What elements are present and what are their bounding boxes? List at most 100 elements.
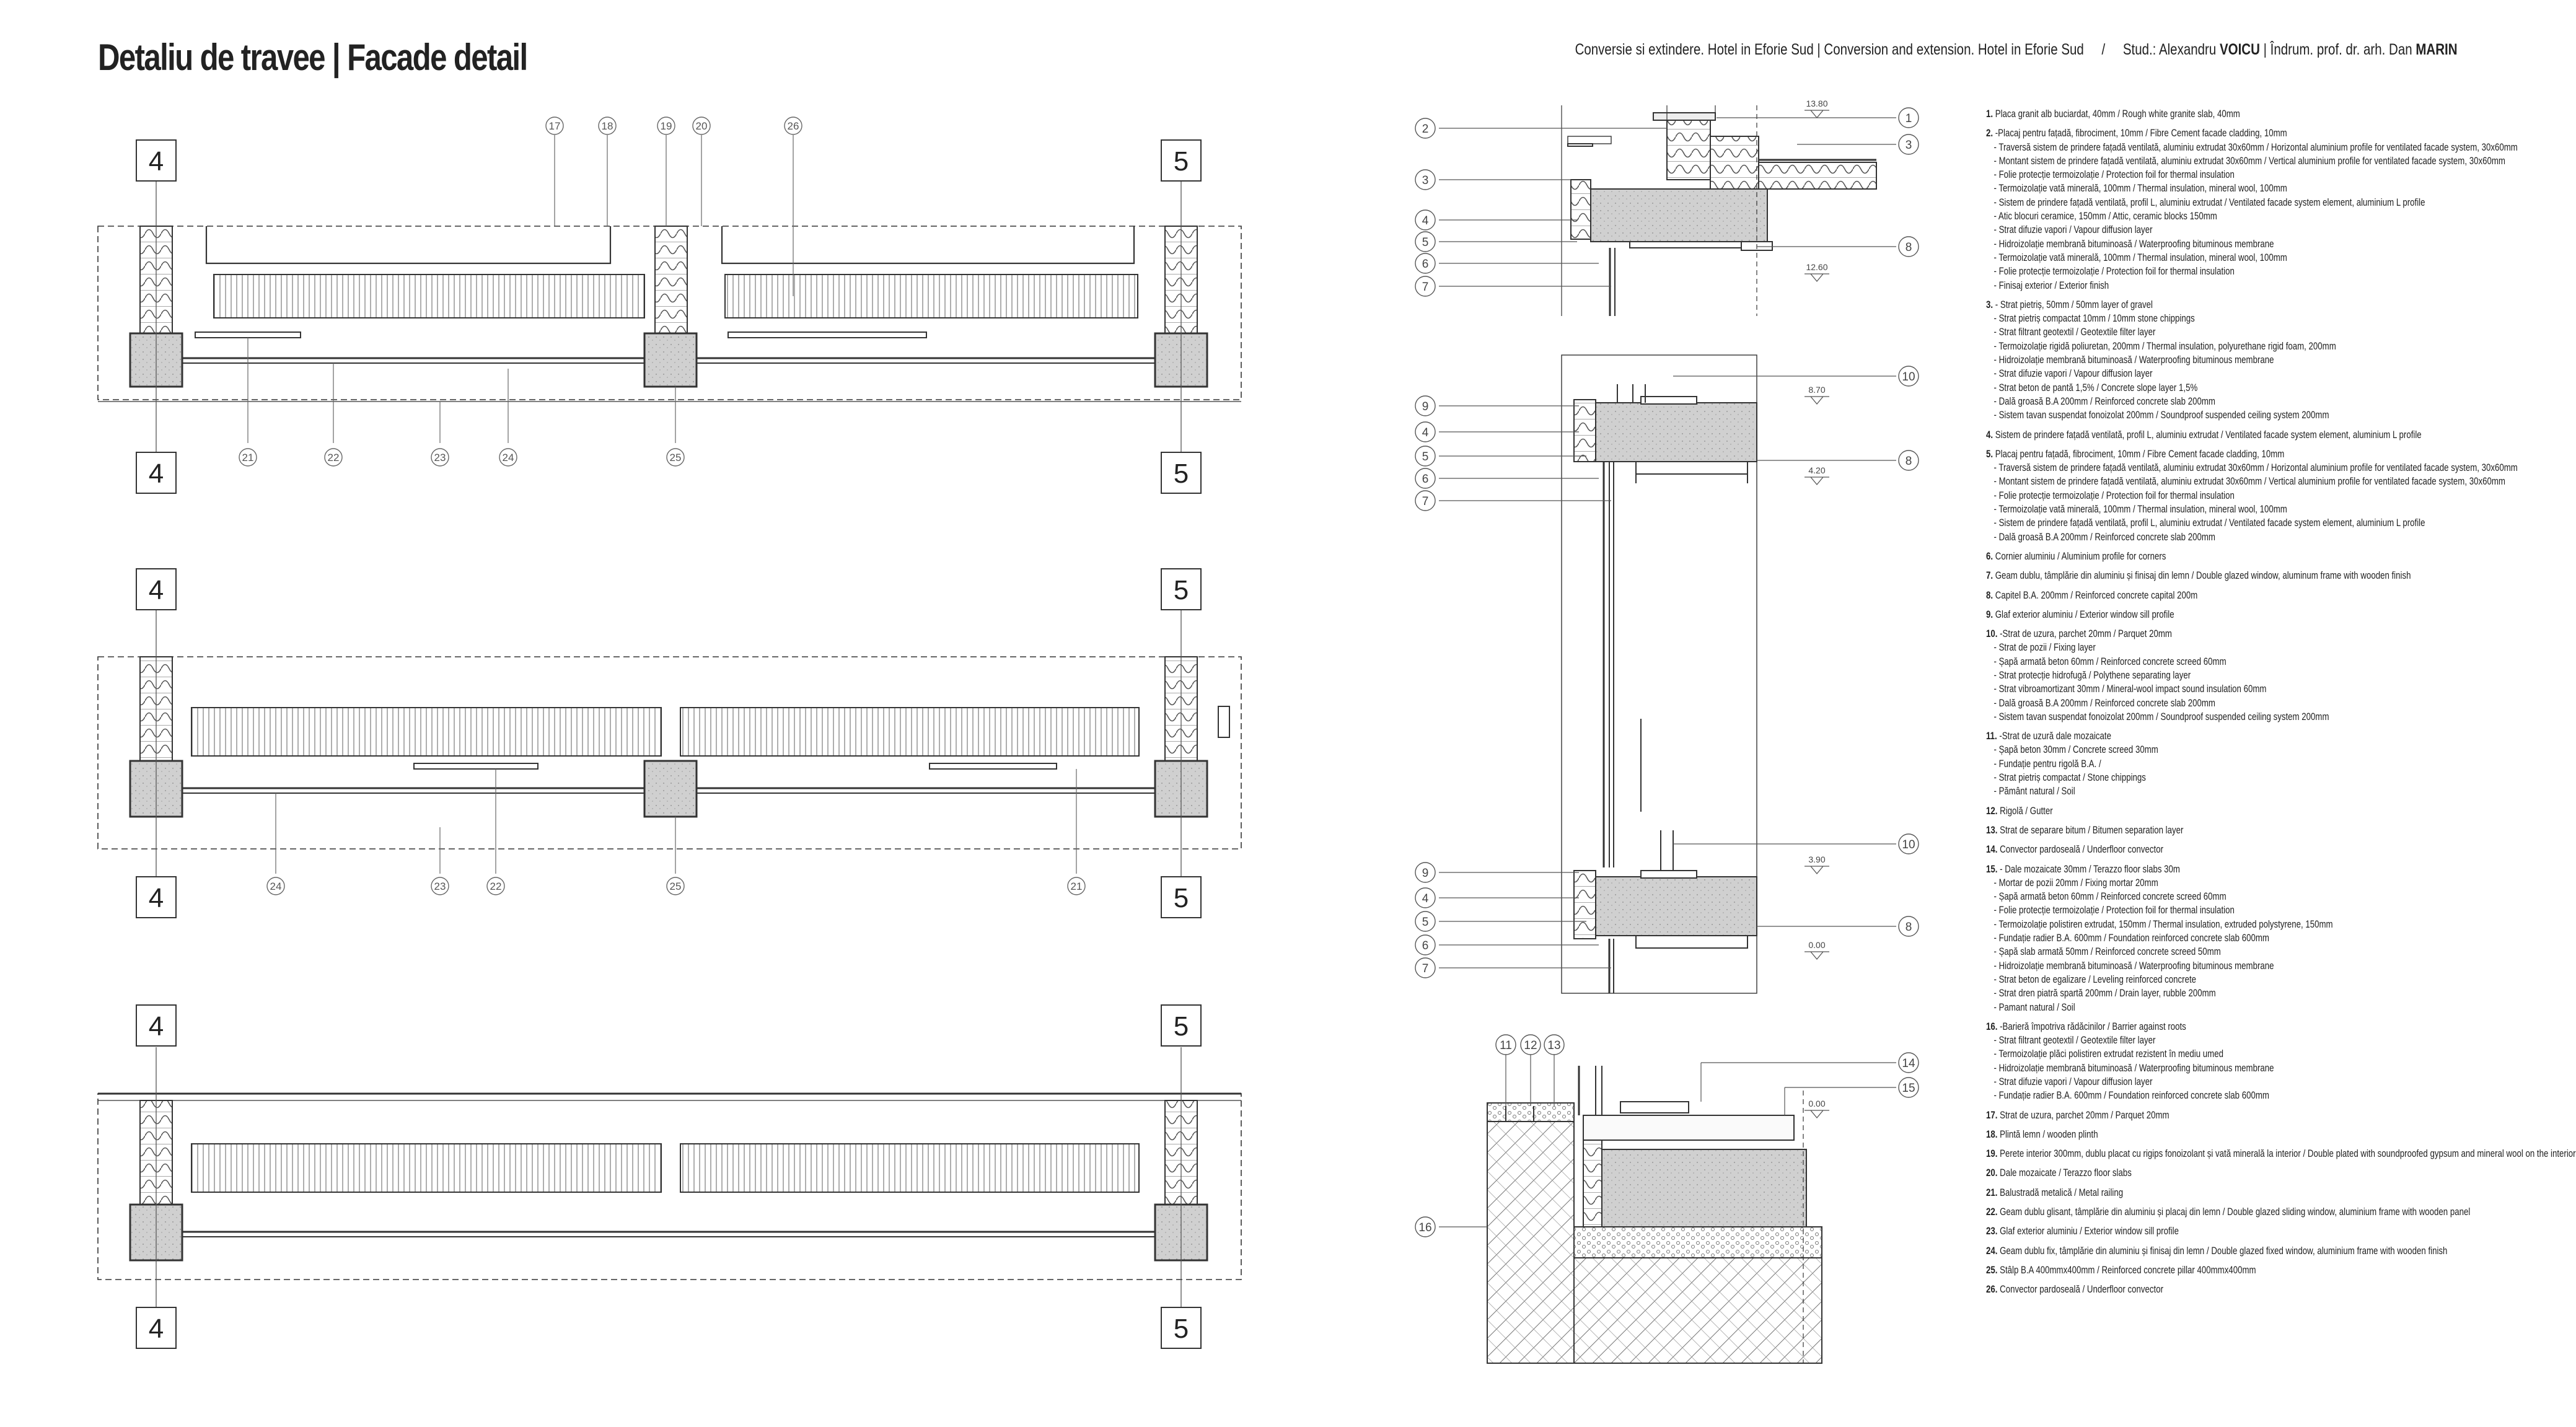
legend-line: 15. - Dale mozaicate 30mm / Terazzo floo…	[1986, 863, 2499, 876]
legend-text: - Pământ natural / Soil	[1994, 785, 2075, 797]
legend-item: 8. Capitel B.A. 200mm / Reinforced concr…	[1986, 589, 2499, 602]
svg-text:23: 23	[434, 880, 446, 892]
level-value: 4.20	[1808, 465, 1825, 475]
axis-marker-5: 5	[1161, 568, 1202, 610]
tutor-prefix: | Îndrum. prof. dr. arh. Dan	[2264, 41, 2413, 58]
svg-text:26: 26	[788, 120, 799, 132]
legend-text: - Șapă slab armată 50mm / Reinforced con…	[1994, 946, 2221, 958]
legend-line: - Folie protecție termoizolație / Protec…	[1986, 489, 2499, 503]
legend-line: - Hidroizolație membrană bituminoasă / W…	[1986, 237, 2499, 251]
axis-label: 4	[149, 575, 164, 605]
legend-line: - Pământ natural / Soil	[1986, 784, 2499, 798]
legend-item: 20. Dale mozaicate / Terazzo floor slabs	[1986, 1166, 2499, 1180]
legend-line: 25. Stâlp B.A 400mmx400mm / Reinforced c…	[1986, 1263, 2499, 1277]
legend-text: Cornier aluminiu / Aluminium profile for…	[1995, 550, 2166, 562]
legend-text: - Folie protecție termoizolație / Protec…	[1994, 904, 2235, 916]
legend-line: - Hidroizolație membrană bituminoasă / W…	[1986, 1061, 2499, 1075]
legend-line: 3. - Strat pietriș, 50mm / 50mm layer of…	[1986, 298, 2499, 312]
tag: 11	[1495, 1034, 1516, 1055]
legend-text: - Strat beton de egalizare / Leveling re…	[1994, 973, 2197, 985]
tag: 5	[1415, 231, 1436, 252]
svg-text:9: 9	[1422, 400, 1429, 413]
legend-item: 13. Strat de separare bitum / Bitumen se…	[1986, 823, 2499, 837]
legend-line: - Dală groasă B.A 200mm / Reinforced con…	[1986, 696, 2499, 710]
svg-text:17: 17	[549, 120, 561, 132]
legend-text: - Dală groasă B.A 200mm / Reinforced con…	[1994, 530, 2215, 543]
materials-legend: 1. Placa granit alb buciardat, 40mm / Ro…	[1986, 107, 2576, 1302]
level-value: 3.90	[1808, 854, 1825, 864]
plan-axis-markers: 4 5 4 5 4 5 4 5 4 5 4 5	[136, 139, 1202, 1349]
legend-line: 1. Placa granit alb buciardat, 40mm / Ro…	[1986, 107, 2499, 121]
legend-text: Stâlp B.A 400mmx400mm / Reinforced concr…	[2000, 1263, 2256, 1276]
legend-text: - Sistem tavan suspendat fonoizolat 200m…	[1994, 409, 2329, 421]
tutor-surname: MARIN	[2416, 41, 2458, 58]
tag: 12	[1520, 1034, 1541, 1055]
legend-number: 19.	[1986, 1148, 2000, 1160]
legend-text: - Dală groasă B.A 200mm / Reinforced con…	[1994, 696, 2215, 709]
legend-text: - Strat de pozii / Fixing layer	[1994, 641, 2096, 654]
legend-line: 14. Convector pardoseală / Underfloor co…	[1986, 843, 2499, 856]
legend-text: -Barieră împotriva rădăcinilor / Barrier…	[2000, 1020, 2186, 1032]
legend-item: 17. Strat de uzura, parchet 20mm / Parqu…	[1986, 1109, 2499, 1122]
tag: 9	[1415, 862, 1436, 883]
legend-line: 8. Capitel B.A. 200mm / Reinforced concr…	[1986, 589, 2499, 602]
legend-line: - Fundație pentru rigolă B.A. /	[1986, 757, 2499, 771]
level-values: 13.80 12.60 8.70 4.20 3.90 0.00 0.00	[1806, 99, 1827, 1109]
legend-line: - Termoizolație vată minerală, 100mm / T…	[1986, 182, 2499, 195]
legend-item: 22. Geam dublu glisant, tâmplărie din al…	[1986, 1205, 2499, 1219]
legend-item: 6. Cornier aluminiu / Aluminium profile …	[1986, 550, 2499, 563]
axis-marker-4: 4	[136, 1307, 177, 1349]
legend-number: 4.	[1986, 428, 1995, 441]
tag: 7	[1415, 276, 1436, 297]
svg-text:20: 20	[696, 120, 708, 132]
tag: 3	[1898, 134, 1919, 155]
legend-text: - Strat difuzie vapori / Vapour diffusio…	[1994, 1076, 2153, 1087]
legend-line: - Strat de pozii / Fixing layer	[1986, 641, 2499, 654]
legend-line: - Traversă sistem de prindere fațadă ven…	[1986, 141, 2517, 154]
legend-text: - Fundație pentru rigolă B.A. /	[1994, 757, 2101, 770]
legend-text: - Traversă sistem de prindere fațadă ven…	[1994, 141, 2518, 153]
legend-text: - Dală groasă B.A 200mm / Reinforced con…	[1994, 395, 2215, 407]
legend-number: 13.	[1986, 823, 2000, 836]
level-value: 12.60	[1806, 262, 1827, 272]
legend-text: Capitel B.A. 200mm / Reinforced concrete…	[1995, 589, 2198, 601]
legend-number: 10.	[1986, 628, 2000, 640]
tag: 7	[1415, 957, 1436, 978]
svg-text:8: 8	[1906, 921, 1912, 934]
legend-line: - Strat beton de pantă 1,5% / Concrete s…	[1986, 381, 2499, 395]
legend-text: Sistem de prindere fațadă ventilată, pro…	[1995, 428, 2422, 441]
tag: 17	[545, 116, 564, 135]
axis-marker-5: 5	[1161, 1004, 1202, 1047]
tag: 5	[1415, 446, 1436, 467]
legend-text: - Montant sistem de prindere fațadă vent…	[1994, 475, 2505, 488]
svg-text:5: 5	[1422, 450, 1429, 463]
axis-lines	[156, 181, 1182, 1307]
svg-text:16: 16	[1418, 1221, 1431, 1234]
legend-line: 18. Plintă lemn / wooden plinth	[1986, 1128, 2499, 1141]
svg-text:4: 4	[1422, 426, 1429, 439]
legend-text: Placa granit alb buciardat, 40mm / Rough…	[1995, 108, 2240, 120]
svg-text:3: 3	[1906, 139, 1912, 152]
legend-number: 21.	[1986, 1186, 2000, 1198]
credits-separator: /	[2101, 41, 2106, 58]
tag: 16	[1415, 1216, 1436, 1237]
legend-line: - Sistem tavan suspendat fonoizolat 200m…	[1986, 710, 2499, 724]
legend-line: - Folie protecție termoizolație / Protec…	[1986, 168, 2499, 182]
plan-3	[97, 1092, 1242, 1280]
legend-line: 5. Placaj pentru fațadă, fibrociment, 10…	[1986, 447, 2499, 461]
legend-item: 16. -Barieră împotriva rădăcinilor / Bar…	[1986, 1020, 2499, 1103]
svg-text:10: 10	[1902, 838, 1915, 851]
legend-number: 23.	[1986, 1225, 2000, 1237]
legend-line: - Strat dren piatră spartă 200mm / Drain…	[1986, 986, 2499, 1000]
svg-text:22: 22	[490, 880, 502, 892]
legend-text: - Strat difuzie vapori / Vapour diffusio…	[1994, 224, 2153, 236]
svg-text:6: 6	[1422, 258, 1429, 271]
svg-text:25: 25	[670, 452, 682, 463]
level-value: 8.70	[1808, 385, 1825, 395]
tag: 24	[266, 877, 285, 895]
tag: 21	[1067, 877, 1086, 895]
legend-text: - Hidroizolație membrană bituminoasă / W…	[1994, 354, 2274, 366]
legend-line: - Finisaj exterior / Exterior finish	[1986, 279, 2499, 292]
axis-marker-4: 4	[136, 1004, 177, 1047]
tag: 24	[499, 448, 517, 467]
